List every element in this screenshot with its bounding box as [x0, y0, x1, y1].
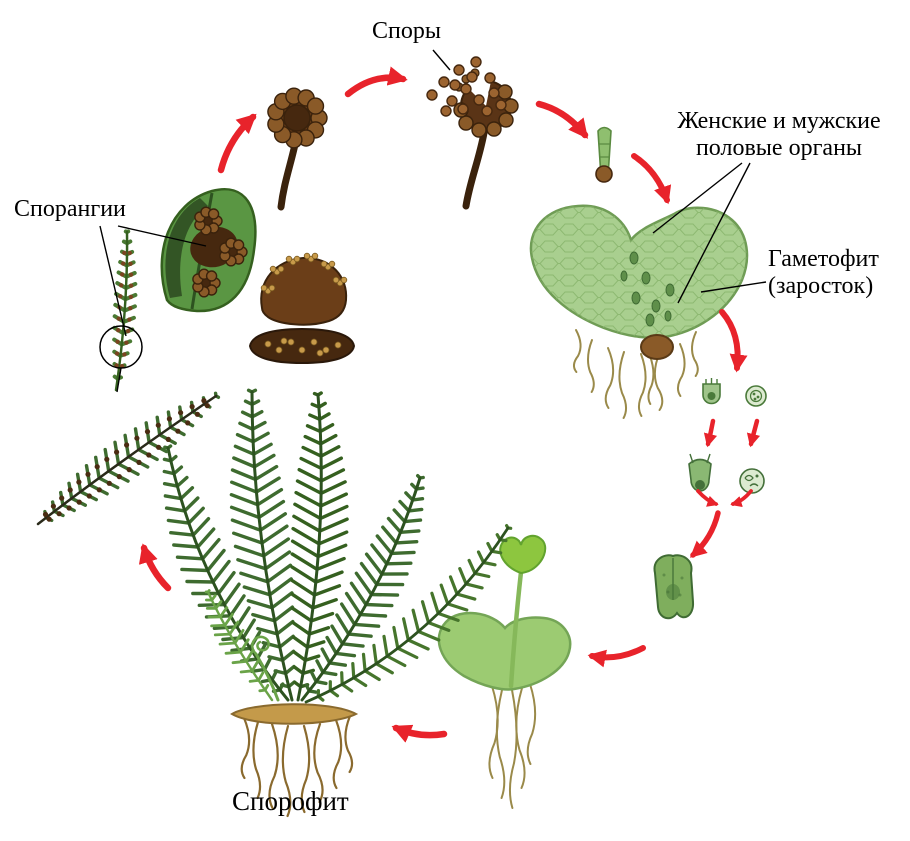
fern-roots [240, 714, 354, 818]
pointer-line-spores [432, 49, 451, 71]
label-sex-organs-line2: половые органы [695, 134, 863, 161]
sorus-cross-section-illustration [248, 327, 356, 365]
label-gametophyte-line1: Гаметофит [768, 246, 879, 272]
germinating-spore-illustration [595, 126, 613, 183]
fertile-frond-illustration [112, 229, 138, 392]
pointer-line-sporangia-1 [99, 225, 127, 337]
gametophyte-illustration [529, 204, 749, 419]
label-sex-organs-line1: Женские и мужские [677, 108, 881, 134]
spores-illustration [426, 56, 507, 117]
arrow-adult-to-sori [138, 543, 172, 592]
adult-sporophyte-illustration [162, 388, 513, 818]
pointer-line-sporangia-2 [117, 225, 207, 247]
fern-fronds [162, 388, 513, 704]
rhizome [230, 703, 359, 725]
label-spores: Споры [372, 18, 441, 44]
pointer-line-sex-organs-2 [677, 162, 751, 304]
arrow-fertilization-right [730, 489, 753, 507]
sporangium-illustration [267, 87, 328, 211]
label-sex-organs: Женские и мужские половые органы [648, 108, 910, 162]
arrow-closeup-to-sporangium [217, 113, 257, 174]
label-sporangia: Спорангии [14, 196, 126, 222]
arrow-gametophyte-to-organs [719, 309, 748, 373]
archegonium-icon [702, 378, 721, 405]
label-sporophyte: Спорофит [232, 786, 349, 816]
sporangia-clusters [192, 206, 248, 298]
arrow-spores-to-germling [535, 100, 589, 139]
pod-spore-clusters [264, 337, 342, 357]
arrow-germling-to-gametophyte [631, 153, 672, 205]
gametophyte-organs-spots [620, 251, 675, 327]
annotation-circle-tail [116, 367, 122, 393]
annotation-lines [99, 49, 767, 393]
sorus-detail-illustration [260, 252, 348, 326]
archegonium-open-icon [688, 453, 712, 492]
antheridium-sperm-icon [739, 468, 765, 494]
arrow-archegonium-down [703, 418, 718, 448]
arrow-embryo-to-young [587, 645, 646, 668]
arrow-young-to-adult [391, 724, 448, 743]
young-sporophyte-roots [488, 683, 537, 809]
sporangium-head [267, 87, 328, 149]
arrow-sporangium-to-spores [344, 66, 408, 98]
sex-organs-illustration [688, 378, 767, 494]
embryo-illustration [653, 554, 695, 620]
fiddlehead-icon [251, 635, 270, 656]
rhizoids [573, 329, 699, 419]
pointer-line-gametophyte [700, 281, 767, 293]
pointer-line-sex-organs-1 [652, 162, 743, 234]
leaf-sporangia-closeup-illustration [160, 188, 257, 313]
antheridium-icon [745, 385, 767, 407]
cycle-arrows [138, 66, 761, 743]
spore-remnant [640, 334, 674, 360]
first-leaf [499, 534, 547, 575]
arrow-antheridium-down [746, 418, 761, 448]
arrow-fertilization-left [696, 489, 719, 507]
sporangium-releasing-spores-illustration [426, 56, 519, 210]
label-gametophyte-line2: (заросток) [768, 272, 874, 299]
label-gametophyte: Гаметофит (заросток) [768, 246, 879, 300]
young-sporophyte-illustration [437, 534, 572, 809]
frond-sori-closeup-illustration [36, 391, 221, 526]
arrow-to-embryo [689, 510, 721, 558]
sorus-spore-clusters [260, 252, 348, 295]
